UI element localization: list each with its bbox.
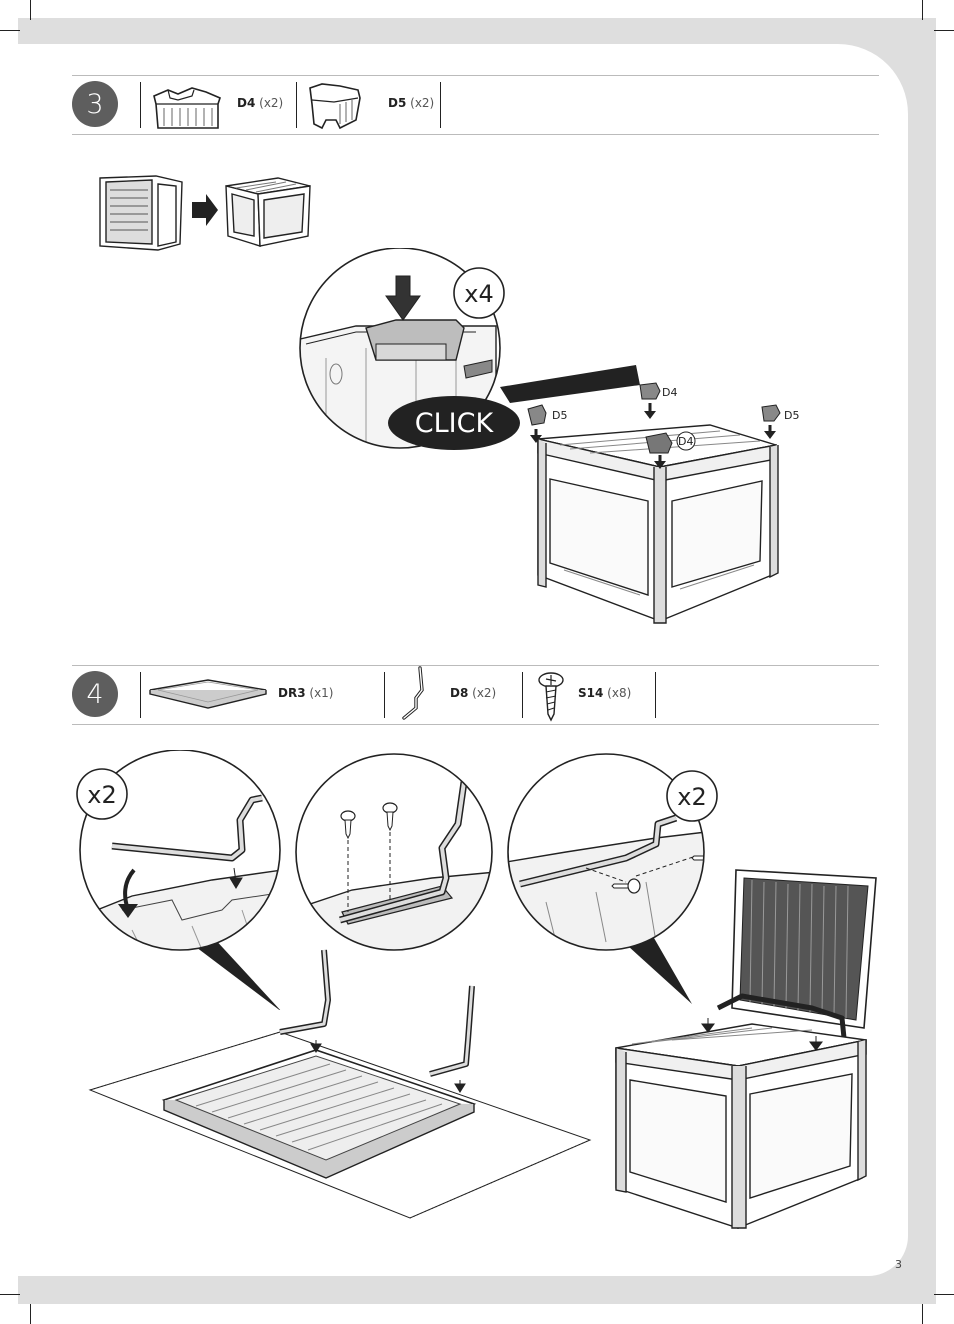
crop-mark (922, 1304, 923, 1324)
zoom-pointer (500, 365, 640, 403)
zoom-pointer (184, 936, 281, 1010)
divider (440, 82, 441, 128)
box-side-view (99, 175, 183, 251)
part-s14-label: S14 (x8) (578, 686, 632, 700)
divider (140, 82, 141, 128)
part-d4-label: D4 (x2) (237, 96, 284, 110)
arrow-right-icon (192, 194, 218, 226)
divider (140, 672, 141, 718)
screw-fixing-zoom (295, 753, 493, 951)
part-d8-icon (402, 666, 424, 720)
callout-d4-front: D4 (678, 435, 693, 448)
divider (655, 672, 656, 718)
connector-d4-front-icon (645, 432, 673, 469)
screw-icon (691, 855, 704, 861)
callout-d4-rear: D4 (662, 386, 677, 399)
screw-s14-icon (538, 672, 564, 722)
callout-d5-left: D5 (552, 409, 567, 422)
zoom-count-label: x2 (677, 783, 706, 811)
lid-hinge-assembly (88, 949, 592, 1219)
divider (384, 672, 385, 718)
zoom-pointer (628, 938, 692, 1004)
part-d5-label: D5 (x2) (388, 96, 435, 110)
box-orientation-diagram (99, 175, 311, 251)
click-badge (388, 396, 520, 450)
hinge-rod (279, 949, 331, 1035)
callout-d5-right: D5 (784, 409, 799, 422)
step-number-badge: 4 (72, 671, 118, 717)
screw-icon (340, 810, 356, 840)
arrow-down-icon (385, 275, 421, 321)
part-dr3-icon (149, 679, 267, 709)
crop-mark (0, 30, 20, 31)
crop-mark (0, 1294, 20, 1295)
lid-hinge-zoom: x2 (507, 753, 718, 1004)
connector-d5-left-icon (527, 404, 547, 443)
page-number: 3 (895, 1258, 902, 1271)
divider (296, 82, 297, 128)
zoom-count-label: x2 (87, 781, 116, 809)
step-3-box-assembly: D5 D4 D5 D4 (500, 365, 799, 624)
hinge-rod (716, 993, 847, 1039)
click-detail-zoom: x4 CLICK (299, 248, 520, 450)
click-label: CLICK (415, 408, 495, 439)
crop-mark (922, 0, 923, 20)
box-with-lid-open (615, 869, 877, 1230)
part-d5-icon (309, 83, 361, 130)
part-d4-icon (153, 87, 221, 129)
quantity-badge (666, 770, 718, 822)
quantity-badge (76, 768, 128, 820)
hinge-insert-zoom: x2 (76, 750, 281, 1010)
step-3-header: 3 D4 (x2) D5 (x2) (72, 75, 879, 135)
divider (522, 672, 523, 718)
box-upright-view (225, 177, 311, 247)
rotate-arrow-icon (118, 904, 138, 918)
screw-icon (382, 802, 398, 832)
zoom-count-label: x4 (464, 280, 493, 308)
screw-icon (611, 878, 641, 894)
part-d8-label: D8 (x2) (450, 686, 497, 700)
crop-mark (934, 30, 954, 31)
part-dr3-label: DR3 (x1) (278, 686, 334, 700)
connector-d5-right-icon (761, 404, 781, 439)
crop-mark (934, 1294, 954, 1295)
step-4-header: 4 DR3 (x1) D8 (x2) S14 (x8) (72, 665, 879, 725)
step-number-badge: 3 (72, 81, 118, 127)
crop-mark (30, 1304, 31, 1324)
quantity-badge (453, 267, 505, 319)
crop-mark (30, 0, 31, 20)
connector-d4-rear-icon (639, 382, 661, 419)
